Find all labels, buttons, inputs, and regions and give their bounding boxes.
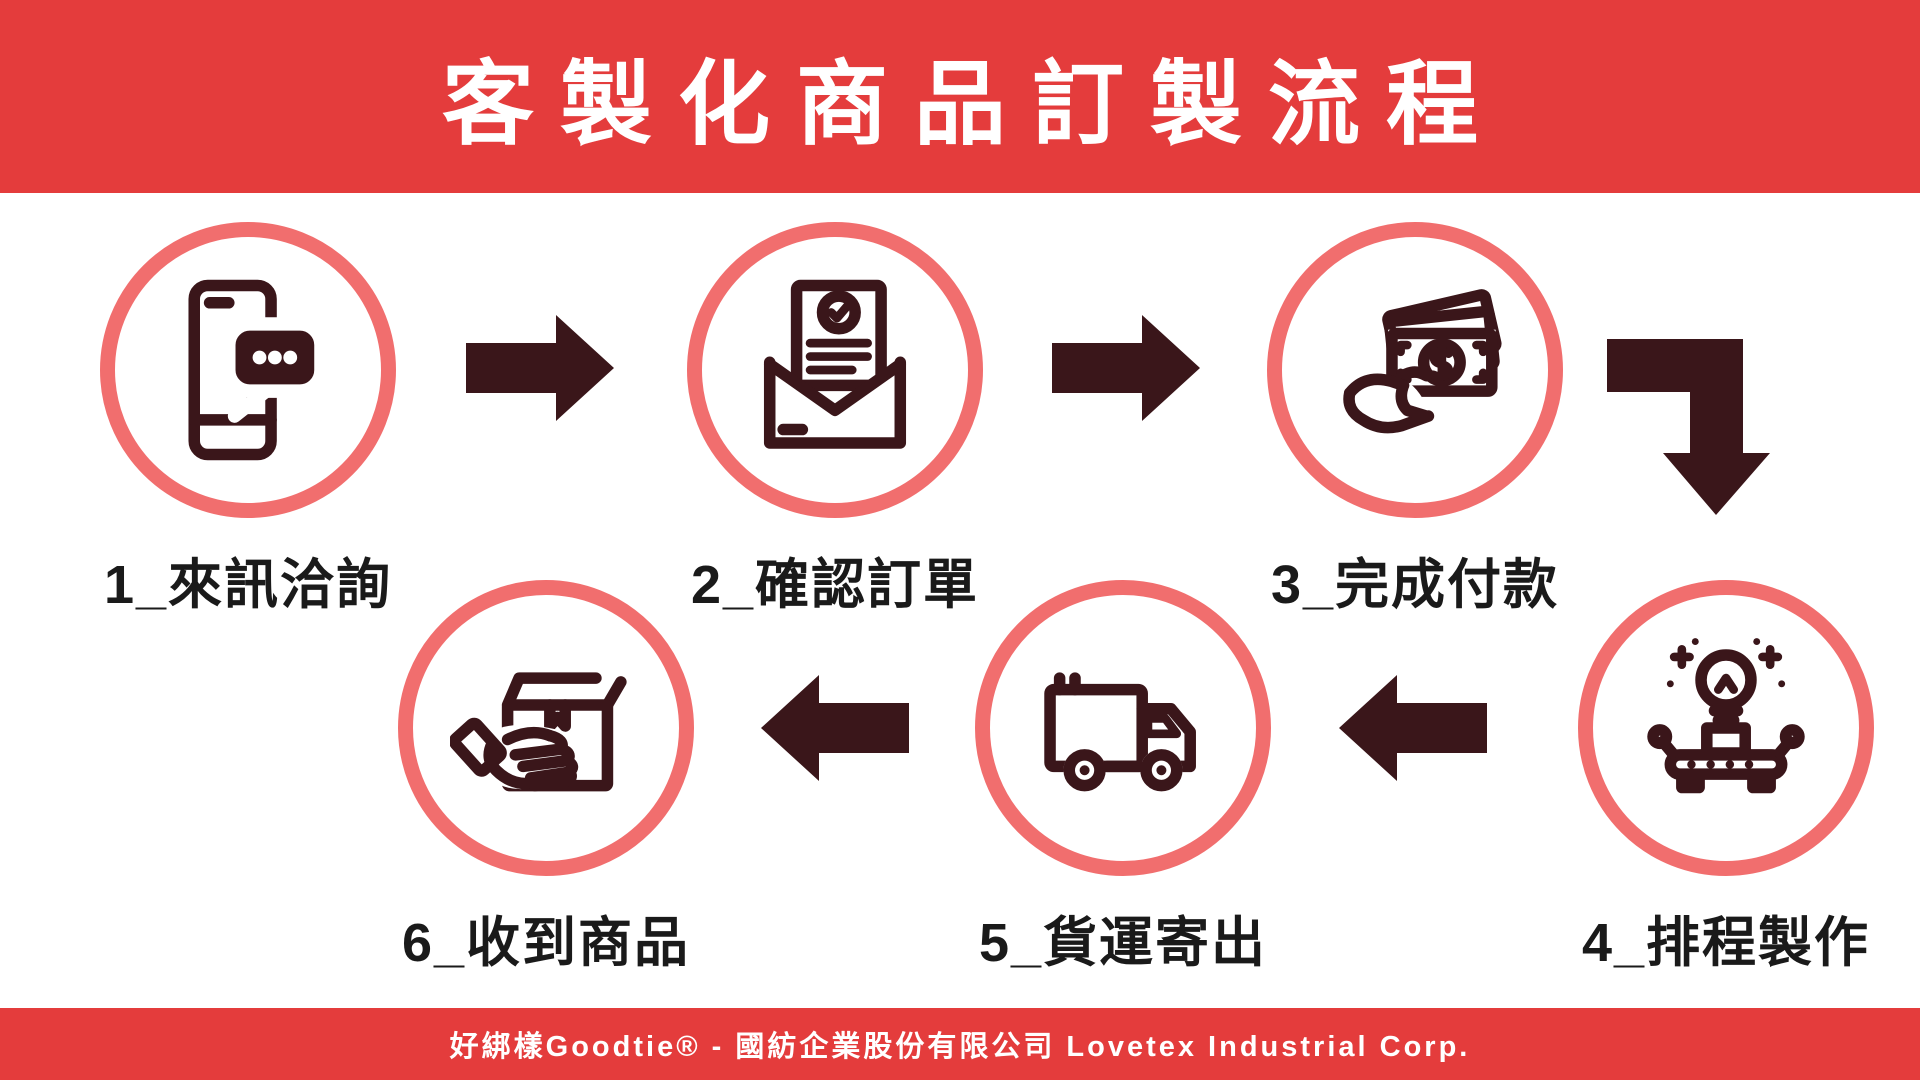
- order-confirm-icon: [763, 279, 907, 449]
- receive-package-icon: [450, 672, 627, 792]
- arrow-left-icon: [1339, 675, 1487, 781]
- step-5: 5_貨運寄出: [975, 580, 1271, 973]
- step-3-label: 3_完成付款: [1270, 555, 1560, 615]
- step-4: 4_排程製作: [1578, 580, 1874, 973]
- payment-icon: [1343, 289, 1502, 434]
- step-6-label: 6_收到商品: [401, 913, 691, 973]
- arrow-turn-down-icon: [1607, 339, 1770, 515]
- step-5-circle: [975, 580, 1271, 876]
- step-1-label: 1_來訊洽詢: [103, 555, 393, 615]
- header-banner: 客製化商品訂製流程: [0, 0, 1920, 193]
- step-5-label: 5_貨運寄出: [978, 913, 1268, 973]
- arrow-right-icon: [1052, 315, 1200, 421]
- production-icon: [1647, 638, 1805, 794]
- step-6: 6_收到商品: [398, 580, 694, 973]
- arrow-left-icon: [761, 675, 909, 781]
- step-4-label: 4_排程製作: [1581, 913, 1871, 973]
- step-2: 2_確認訂單: [687, 222, 983, 615]
- arrow-right-icon: [466, 315, 614, 421]
- step-4-circle: [1578, 580, 1874, 876]
- company-credit: 好綁樣Goodtie® - 國紡企業股份有限公司 Lovetex Industr…: [449, 1031, 1471, 1063]
- step-1-circle: [100, 222, 396, 518]
- page-title: 客製化商品訂製流程: [441, 54, 1504, 156]
- shipping-truck-icon: [1044, 672, 1196, 792]
- phone-chat-icon: [188, 279, 328, 461]
- step-2-circle: [687, 222, 983, 518]
- footer-banner: 好綁樣Goodtie® - 國紡企業股份有限公司 Lovetex Industr…: [0, 1008, 1920, 1080]
- step-2-label: 2_確認訂單: [690, 555, 980, 615]
- step-3: 3_完成付款: [1267, 222, 1563, 615]
- step-1: 1_來訊洽詢: [100, 222, 396, 615]
- step-6-circle: [398, 580, 694, 876]
- step-3-circle: [1267, 222, 1563, 518]
